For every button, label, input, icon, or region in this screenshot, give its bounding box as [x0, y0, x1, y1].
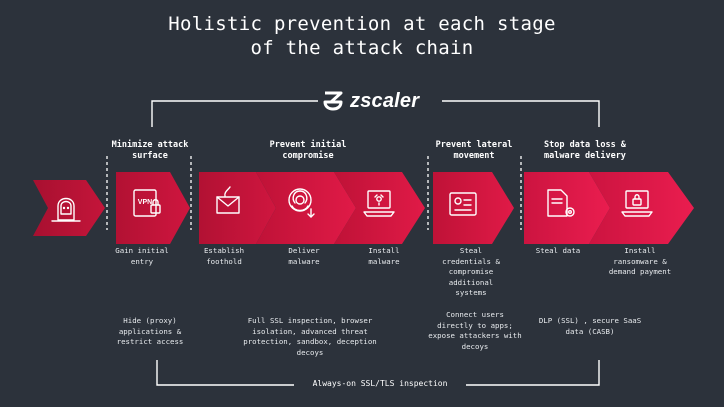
step-label-install: Install malware	[368, 246, 400, 266]
zscaler-logo: zscaler	[322, 86, 419, 116]
step-label-ransomware: Install ransomware & demand payment	[608, 246, 672, 276]
solution-lateral: Connect users directly to apps; expose a…	[428, 310, 522, 351]
chevron-5	[433, 172, 514, 244]
biohazard-download-icon	[288, 188, 315, 218]
laptop-biohazard-icon	[363, 190, 395, 217]
vpn-lock-icon	[133, 189, 161, 217]
chevrons	[33, 172, 694, 244]
solution-data-loss: DLP (SSL) , secure SaaS data (CASB)	[538, 316, 642, 336]
step-label-foothold: Establish foothold	[203, 246, 245, 266]
zscaler-logo-icon	[323, 91, 343, 111]
stage-title-minimize: Minimize attack surface	[111, 140, 189, 161]
laptop-lock-icon	[621, 190, 653, 217]
step-label-steal-creds: Steal credentials & compromise additiona…	[442, 246, 500, 297]
solution-initial: Full SSL inspection, browser isolation, …	[243, 316, 377, 357]
stage-title-data-loss: Stop data loss & malware delivery	[544, 140, 626, 161]
logo-text: zscaler	[350, 89, 420, 112]
bracket-label: Always-on SSL/TLS inspection	[297, 379, 463, 388]
step-label-deliver: Deliver malware	[288, 246, 320, 266]
page-title: Holistic prevention at each stage of the…	[0, 12, 724, 60]
step-label-steal-data: Steal data	[535, 246, 581, 255]
stage-title-lateral: Prevent lateral movement	[435, 140, 513, 161]
stage-title-initial: Prevent initial compromise	[269, 140, 347, 161]
title-line-2: of the attack chain	[250, 37, 474, 59]
step-label-gain-entry: Gain initial entry	[115, 246, 169, 266]
hacker-icon	[51, 197, 81, 222]
stage-separators	[106, 156, 522, 230]
id-card-icon	[449, 192, 477, 216]
bottom-bracket	[156, 360, 600, 386]
title-line-1: Holistic prevention at each stage	[168, 13, 556, 35]
chevron-2	[199, 172, 276, 244]
document-gear-icon	[547, 189, 575, 217]
solution-minimize: Hide (proxy) applications & restrict acc…	[116, 316, 184, 346]
vpn-icon-text: VPN	[138, 199, 152, 206]
phishing-envelope-icon	[216, 186, 240, 214]
chevron-1	[116, 172, 190, 244]
top-bracket	[151, 100, 600, 127]
